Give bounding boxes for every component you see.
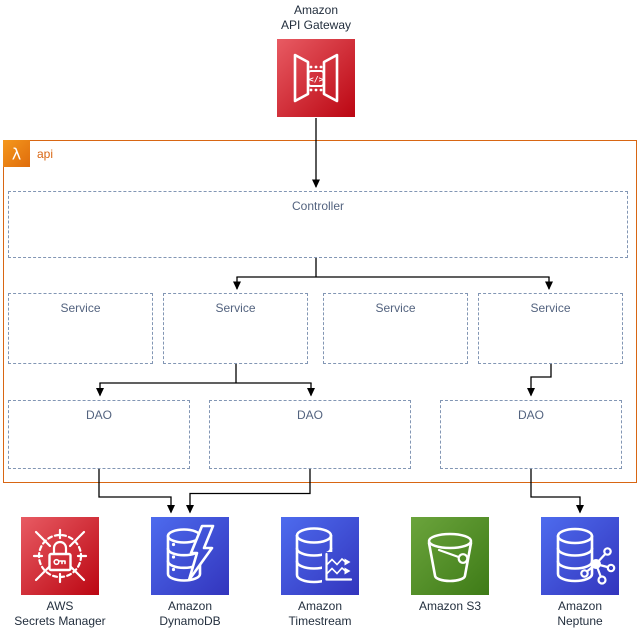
timestream-icon <box>281 517 359 595</box>
service-box-2: Service <box>163 293 308 364</box>
controller-box: Controller <box>8 191 628 258</box>
service-box-1: Service <box>8 293 153 364</box>
s3-label: Amazon S3 <box>418 599 482 613</box>
api-gateway-title: Amazon API Gateway <box>280 3 352 32</box>
secrets-manager-label: AWS Secrets Manager <box>14 599 106 628</box>
neptune-label: Amazon Neptune <box>557 599 603 628</box>
lambda-group-label: api <box>37 147 54 161</box>
code-glyph: </> <box>309 74 324 84</box>
dynamodb-icon <box>151 517 229 595</box>
dao-box-1: DAO <box>8 400 190 469</box>
timestream-label: Amazon Timestream <box>288 599 352 628</box>
dao-box-2: DAO <box>209 400 411 469</box>
secrets-manager-icon <box>21 517 99 595</box>
service-box-4: Service <box>478 293 623 364</box>
lambda-icon: λ <box>3 140 30 167</box>
lambda-group-container <box>3 140 637 483</box>
dynamodb-label: Amazon DynamoDB <box>159 599 221 628</box>
service-box-3: Service <box>323 293 468 364</box>
s3-icon <box>411 517 489 595</box>
neptune-icon <box>541 517 619 595</box>
lambda-glyph: λ <box>12 145 21 164</box>
dao-box-3: DAO <box>440 400 622 469</box>
api-gateway-icon: </> <box>277 39 355 117</box>
